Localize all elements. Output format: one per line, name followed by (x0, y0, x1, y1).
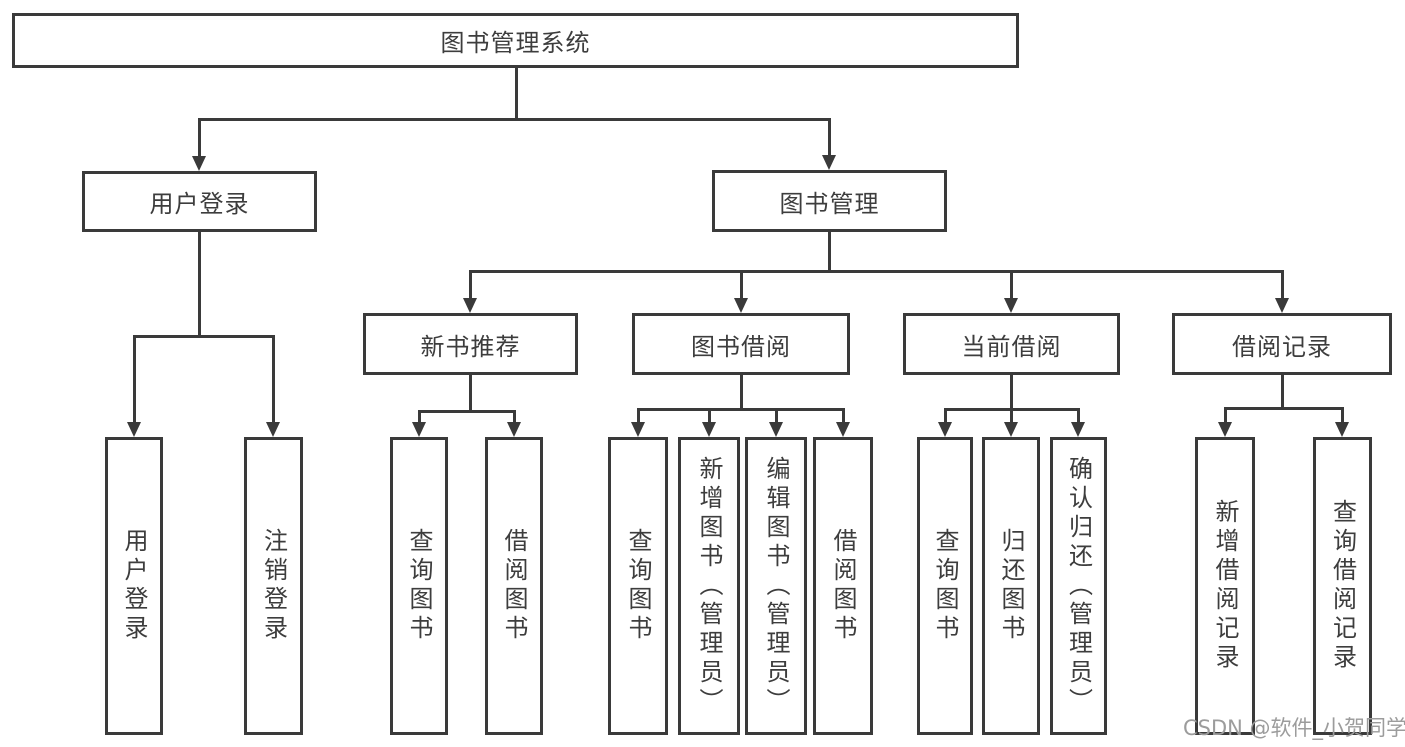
node-label: 查询图书 (405, 528, 433, 644)
arrow-down-icon (1218, 422, 1232, 437)
connector-line (1281, 375, 1284, 407)
connector-line (198, 232, 201, 335)
connector-line (944, 408, 947, 423)
connector-line (775, 408, 778, 423)
node-label: 借阅图书 (500, 528, 528, 644)
node-label: 注销登录 (259, 528, 288, 644)
watermark-text: CSDN @软件_小贺同学 (1183, 716, 1405, 740)
leaf-edit-book-admin: 编辑图书（管理员） (745, 437, 807, 735)
leaf-add-book-admin: 新增图书（管理员） (678, 437, 740, 735)
node-label: 借阅图书 (829, 528, 857, 644)
leaf-user-login: 用户登录 (105, 437, 163, 735)
leaf-return-books: 归还图书 (982, 437, 1040, 735)
node-user-login: 用户登录 (82, 171, 317, 232)
node-label: 图书借阅 (691, 332, 791, 361)
connector-line (1077, 408, 1080, 423)
node-label: 确认归还（管理员） (1064, 455, 1093, 717)
connector-line (740, 270, 743, 299)
node-label: 归还图书 (997, 528, 1025, 644)
node-label: 用户登录 (120, 528, 148, 644)
node-new-book-recommendation: 新书推荐 (363, 313, 578, 375)
arrow-down-icon (836, 422, 850, 437)
leaf-query-books-current: 查询图书 (917, 437, 973, 735)
node-label: 当前借阅 (961, 332, 1062, 361)
arrow-down-icon (192, 156, 206, 171)
arrow-down-icon (631, 422, 645, 437)
connector-line (133, 335, 275, 338)
arrow-down-icon (1335, 422, 1349, 437)
arrow-down-icon (938, 422, 952, 437)
arrow-down-icon (822, 155, 836, 170)
node-library-management-system: 图书管理系统 (12, 13, 1019, 68)
leaf-query-books-recommend: 查询图书 (390, 437, 448, 735)
connector-line (469, 375, 472, 410)
connector-line (637, 408, 844, 411)
connector-line (828, 118, 831, 156)
connector-line (469, 270, 1283, 273)
leaf-confirm-return-admin: 确认归还（管理员） (1050, 437, 1107, 735)
node-label: 借阅记录 (1232, 332, 1332, 361)
connector-line (1010, 375, 1013, 408)
connector-line (1341, 407, 1344, 423)
node-label: 新书推荐 (420, 332, 521, 361)
arrow-down-icon (1004, 422, 1018, 437)
arrow-down-icon (1275, 298, 1289, 313)
arrow-down-icon (412, 422, 426, 437)
node-label: 编辑图书（管理员） (762, 455, 790, 717)
arrow-down-icon (734, 298, 748, 313)
node-label: 用户登录 (149, 190, 250, 218)
arrow-down-icon (463, 298, 477, 313)
arrow-down-icon (769, 422, 783, 437)
leaf-add-borrow-record: 新增借阅记录 (1195, 437, 1255, 735)
node-label: 图书管理系统 (440, 29, 591, 57)
connector-line (1281, 270, 1284, 299)
leaf-logout: 注销登录 (244, 437, 303, 735)
node-label: 查询图书 (624, 528, 652, 644)
leaf-query-borrow-record: 查询借阅记录 (1313, 437, 1372, 735)
node-label: 新增图书（管理员） (695, 455, 723, 717)
node-label: 新增借阅记录 (1211, 499, 1239, 673)
connector-line (515, 68, 518, 118)
leaf-query-books-borrowing: 查询图书 (608, 437, 668, 735)
arrow-down-icon (127, 422, 141, 437)
node-label: 图书管理 (779, 189, 880, 218)
node-book-management: 图书管理 (712, 170, 947, 232)
leaf-borrow-books-recommend: 借阅图书 (485, 437, 543, 735)
connector-line (708, 408, 711, 423)
arrow-down-icon (266, 422, 280, 437)
connector-line (198, 118, 830, 121)
connector-line (1010, 270, 1013, 299)
connector-line (133, 335, 136, 423)
connector-line (418, 410, 516, 413)
connector-line (740, 375, 743, 408)
node-label: 查询图书 (931, 528, 959, 644)
node-current-borrowing: 当前借阅 (903, 313, 1120, 375)
connector-line (513, 410, 516, 423)
node-borrowing-records: 借阅记录 (1172, 313, 1392, 375)
connector-line (1224, 407, 1227, 423)
connector-line (1010, 408, 1013, 423)
arrow-down-icon (1071, 422, 1085, 437)
connector-line (272, 335, 275, 423)
node-label: 查询借阅记录 (1328, 499, 1357, 673)
leaf-borrow-books-borrowing: 借阅图书 (813, 437, 873, 735)
arrow-down-icon (507, 422, 521, 437)
arrow-down-icon (1004, 298, 1018, 313)
connector-line (198, 118, 201, 157)
connector-line (842, 408, 845, 423)
node-book-borrowing: 图书借阅 (632, 313, 850, 375)
connector-line (1224, 407, 1344, 410)
connector-line (469, 270, 472, 299)
connector-line (637, 408, 640, 423)
connector-line (828, 232, 831, 270)
arrow-down-icon (702, 422, 716, 437)
connector-line (418, 410, 421, 423)
